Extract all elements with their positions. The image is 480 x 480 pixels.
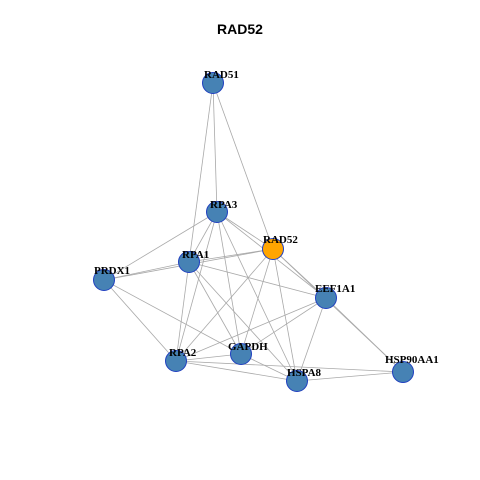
edge-rpa3-rpa2 (175, 211, 218, 362)
edge-rpa1-gapdh (188, 261, 242, 355)
edge-rpa1-prdx1 (103, 261, 190, 281)
node-label-hsp90aa1: HSP90AA1 (385, 354, 439, 366)
edge-rad51-rpa1 (188, 82, 214, 263)
nodes-layer (93, 72, 414, 392)
node-label-prdx1: PRDX1 (94, 265, 130, 277)
edge-hspa8-hsp90aa1 (296, 371, 404, 382)
node-gapdh[interactable] (230, 343, 252, 365)
edge-eef1a1-rpa2 (175, 297, 327, 362)
edge-rpa3-rad52 (216, 211, 274, 250)
edge-rpa1-hspa8 (188, 261, 298, 382)
edge-rpa1-eef1a1 (188, 261, 327, 299)
edge-rpa3-hspa8 (216, 211, 298, 382)
node-rad51[interactable] (202, 72, 224, 94)
page-title: RAD52 (217, 21, 263, 37)
edge-rpa3-prdx1 (103, 211, 218, 281)
node-rpa3[interactable] (206, 201, 228, 223)
node-hspa8[interactable] (286, 370, 308, 392)
node-label-gapdh: GAPDH (228, 341, 268, 353)
edge-eef1a1-hsp90aa1 (325, 297, 404, 373)
edge-rpa3-gapdh (216, 211, 242, 355)
node-rad52[interactable] (262, 238, 284, 260)
edge-prdx1-rpa2 (103, 279, 177, 362)
edges-layer (103, 82, 404, 382)
edge-rad51-rad52 (212, 82, 274, 250)
edge-rpa1-rpa2 (175, 261, 190, 362)
node-label-hspa8: HSPA8 (287, 367, 322, 379)
node-label-rpa3: RPA3 (210, 199, 238, 211)
node-label-rad52: RAD52 (263, 234, 298, 246)
node-label-eef1a1: EEF1A1 (315, 283, 355, 295)
node-eef1a1[interactable] (315, 287, 337, 309)
node-label-rpa2: RPA2 (169, 347, 197, 359)
edge-rad52-gapdh (240, 248, 274, 355)
node-label-rpa1: RPA1 (182, 249, 209, 261)
edge-prdx1-gapdh (103, 279, 242, 355)
edge-rpa2-hspa8 (175, 360, 298, 382)
edge-rpa2-hsp90aa1 (175, 360, 404, 373)
edge-eef1a1-gapdh (240, 297, 327, 355)
node-hsp90aa1[interactable] (392, 361, 414, 383)
node-label-rad51: RAD51 (204, 69, 239, 81)
node-prdx1[interactable] (93, 269, 115, 291)
edge-rad52-rpa2 (175, 248, 274, 362)
edge-rad51-rpa3 (212, 82, 218, 213)
node-rpa1[interactable] (178, 251, 200, 273)
node-rpa2[interactable] (165, 350, 187, 372)
